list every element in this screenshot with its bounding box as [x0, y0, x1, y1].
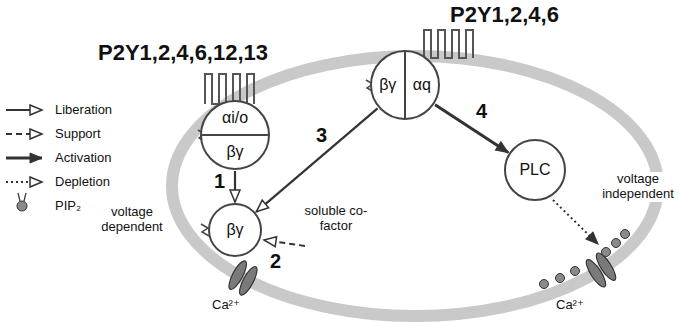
- subunit-label: βγ: [202, 136, 268, 168]
- subunit-label: αi/o: [202, 102, 268, 134]
- protein-circle: βγ: [208, 203, 262, 257]
- calcium-channel: [583, 251, 619, 290]
- annotation-text: Ca²⁺: [556, 298, 584, 313]
- protein-circle: αi/oβγ: [200, 100, 270, 170]
- legend-text: PIP₂: [55, 198, 81, 214]
- callout-label: 3: [316, 124, 327, 147]
- subunit-label: αq: [406, 52, 438, 118]
- subunit-divider: [404, 52, 406, 118]
- callout-label: 1: [214, 170, 225, 193]
- receptor-7tm: [424, 30, 473, 58]
- signal-arrow: [234, 171, 236, 202]
- subunit-label: βγ: [210, 205, 260, 255]
- subunit-label: βγ: [372, 52, 404, 118]
- protein-circle: βγαq: [370, 50, 440, 120]
- legend-samples: [6, 110, 42, 211]
- calcium-channel: [226, 259, 260, 298]
- legend-text: Liberation: [55, 102, 112, 118]
- signal-arrow: [435, 105, 508, 153]
- annotation-text: soluble co-factor: [300, 204, 372, 234]
- annotation-text: voltage independent: [596, 172, 678, 202]
- depletion-arrow: [553, 200, 598, 244]
- callout-label: 4: [476, 100, 487, 123]
- subunit-label: PLC: [506, 141, 564, 199]
- legend-text: Support: [55, 126, 101, 142]
- support-arrow: [264, 240, 305, 246]
- annotation-text: voltage dependent: [94, 205, 170, 235]
- callout-label: P2Y1,2,4,6,12,13: [98, 40, 268, 65]
- callout-label: P2Y1,2,4,6: [450, 2, 559, 27]
- subunit-divider: [202, 134, 268, 136]
- signal-arrow: [256, 108, 377, 211]
- legend-text: Depletion: [55, 174, 110, 190]
- pip2-molecules: [540, 230, 630, 289]
- callout-label: 2: [270, 250, 281, 273]
- annotation-text: Ca²⁺: [212, 298, 240, 313]
- protein-circle: PLC: [504, 139, 566, 201]
- legend-text: Activation: [55, 150, 111, 166]
